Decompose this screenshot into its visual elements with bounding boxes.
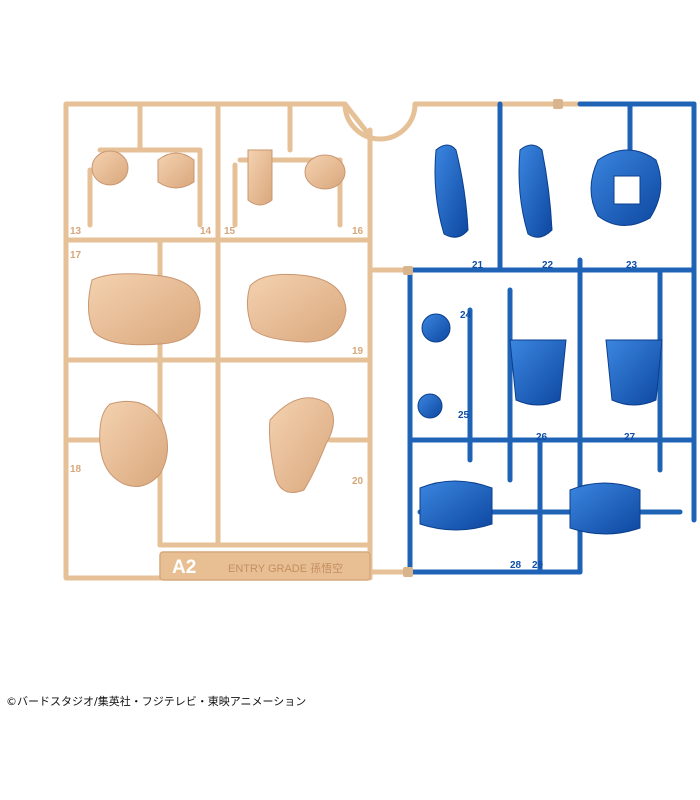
copyright-notice: ©バードスタジオ/集英社・フジテレビ・東映アニメーション — [6, 695, 307, 708]
svg-text:19: 19 — [352, 346, 364, 357]
runner-b-numbers: 21 22 23 24 25 26 27 28 29 — [458, 260, 638, 571]
svg-text:13: 13 — [70, 226, 82, 237]
hand-parts — [91, 149, 346, 206]
round-part — [417, 393, 443, 419]
svg-text:18: 18 — [70, 464, 82, 475]
svg-text:24: 24 — [460, 310, 472, 321]
runner-a-label-plate: A2 ENTRY GRADE 孫悟空 — [159, 551, 371, 581]
svg-text:23: 23 — [626, 260, 638, 271]
svg-text:21: 21 — [472, 260, 484, 271]
runner-a — [63, 101, 583, 581]
svg-text:20: 20 — [352, 476, 364, 487]
hand-part — [157, 152, 195, 189]
sleeve-part — [605, 339, 663, 406]
svg-text:15: 15 — [224, 226, 236, 237]
arm-part — [246, 273, 347, 343]
svg-text:26: 26 — [536, 432, 548, 443]
runner-a-frame — [63, 101, 563, 581]
wristband-part — [419, 480, 493, 531]
runner-gates — [403, 99, 563, 577]
arm-part — [99, 400, 168, 487]
blue-parts — [417, 144, 663, 535]
hand-part — [304, 154, 346, 190]
shoe-part — [434, 144, 469, 238]
runner-a-label: ENTRY GRADE 孫悟空 — [228, 561, 343, 575]
svg-text:27: 27 — [624, 432, 636, 443]
runner-a-numbers: 13 14 15 16 17 18 19 20 — [70, 226, 364, 487]
svg-text:25: 25 — [458, 410, 470, 421]
arm-part — [88, 273, 201, 346]
svg-text:28: 28 — [510, 560, 522, 571]
hand-part — [91, 150, 129, 186]
svg-text:14: 14 — [200, 226, 212, 237]
runner-a-tag: A2 — [172, 557, 196, 578]
sleeve-part — [509, 339, 567, 406]
svg-text:17: 17 — [70, 250, 82, 261]
svg-text:16: 16 — [352, 226, 364, 237]
hand-part — [247, 149, 273, 206]
svg-text:29: 29 — [532, 560, 544, 571]
shoe-part — [518, 144, 553, 238]
arm-parts — [88, 273, 347, 493]
arm-part — [269, 397, 334, 493]
round-part — [421, 313, 451, 343]
svg-text:22: 22 — [542, 260, 554, 271]
wristband-part — [569, 482, 641, 535]
